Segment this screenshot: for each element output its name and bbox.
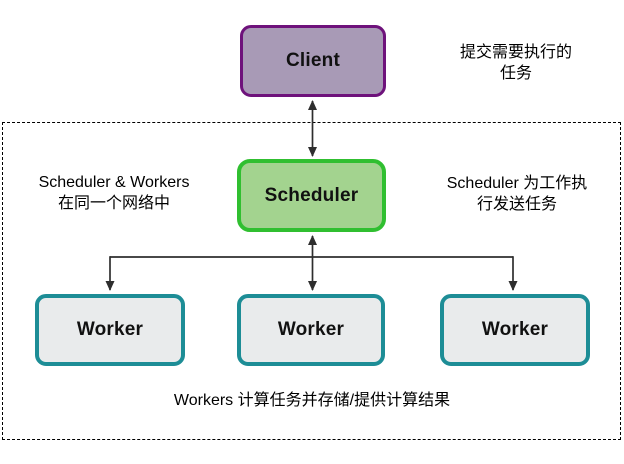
node-worker-1-label: Worker <box>76 319 144 340</box>
annotation-workers-compute: Workers 计算任务并存储/提供计算结果 <box>173 392 451 409</box>
annotation-submit-tasks: 提交需要执行的 任务 <box>459 44 572 82</box>
node-worker-2: Worker <box>237 294 385 366</box>
node-scheduler-label: Scheduler <box>264 184 359 206</box>
node-worker-3-label: Worker <box>481 319 549 340</box>
node-client: Client <box>240 25 386 97</box>
node-client-label: Client <box>286 50 340 71</box>
node-worker-2-label: Worker <box>277 319 345 340</box>
node-worker-1: Worker <box>35 294 185 366</box>
node-scheduler: Scheduler <box>237 159 386 232</box>
annotation-same-network: Scheduler & Workers 在同一个网络中 <box>38 174 190 212</box>
annotation-scheduler-sends-tasks: Scheduler 为工作执 行发送任务 <box>446 175 588 213</box>
node-worker-3: Worker <box>440 294 590 366</box>
